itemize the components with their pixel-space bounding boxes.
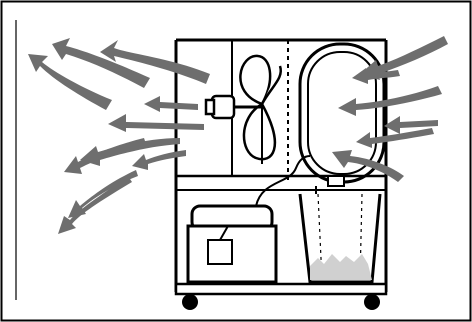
airflow-in-arrow-4 <box>356 128 434 148</box>
wheel-icon <box>182 294 380 310</box>
airflow-out-arrow-3 <box>28 54 112 110</box>
airflow-out-arrows <box>28 38 210 234</box>
water-level <box>310 254 372 280</box>
refrigerant-line <box>255 155 311 207</box>
airflow-out-arrow-6 <box>80 138 180 166</box>
compressor-icon <box>186 204 278 284</box>
motor-icon <box>204 94 262 120</box>
airflow-out-arrow-8 <box>64 138 146 174</box>
water-bucket <box>298 193 382 284</box>
airflow-out-arrow-5 <box>108 114 204 132</box>
airflow-out-arrow-4 <box>144 96 198 112</box>
cabinet <box>174 38 388 296</box>
airflow-in-arrow-2 <box>338 86 442 116</box>
airflow-in-arrow-6 <box>352 68 400 84</box>
airflow-in-arrow-5 <box>332 150 404 182</box>
airflow-out-arrow-7 <box>132 150 186 170</box>
airflow-in-arrow-3 <box>384 116 438 134</box>
airflow-in-arrows <box>332 36 448 182</box>
airflow-out-arrow-10 <box>58 176 132 234</box>
airflow-out-arrow-2 <box>52 38 150 88</box>
airflow-in-arrow-1 <box>360 36 448 80</box>
fan-icon <box>239 54 283 164</box>
airflow-out-arrow-1 <box>100 40 210 84</box>
